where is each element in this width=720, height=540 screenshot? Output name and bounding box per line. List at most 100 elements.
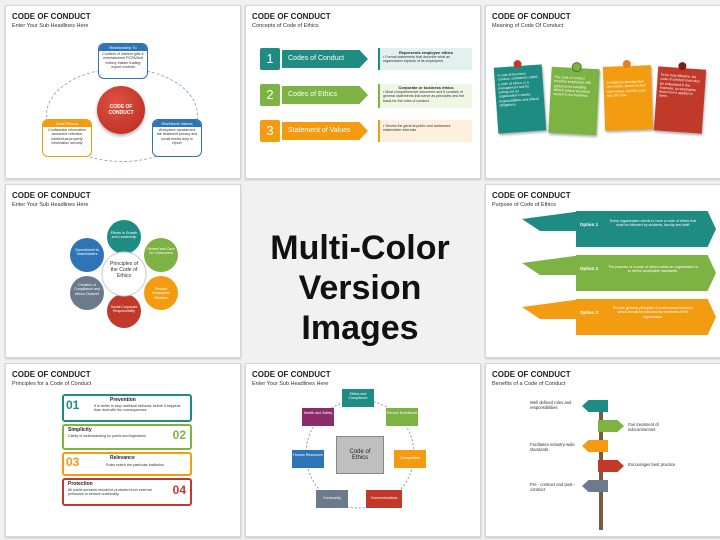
slide-thumb-2[interactable]: CODE OF CONDUCT Concepts of Code of Ethi… bbox=[245, 5, 481, 179]
topic-text: Conflicts of interest gifts & entertainm… bbox=[102, 52, 144, 70]
concept-label: Statement of Values bbox=[282, 122, 368, 140]
petal-compliance bbox=[70, 276, 104, 310]
sticky-note-2: The code of conduct provides employees w… bbox=[548, 61, 600, 136]
option-label: Option 2 bbox=[579, 266, 599, 271]
principle-text: Rules match the particular institution bbox=[106, 463, 164, 467]
sticky-note-1: A code of business conduct, sometimes ca… bbox=[493, 59, 547, 134]
benefit-2: Fair treatment of subcontractors bbox=[628, 422, 659, 433]
principle-number: 02 bbox=[172, 428, 186, 442]
concept-text: • Formal statements that describe what a… bbox=[383, 55, 451, 64]
option-band-2: Option 2 The purpose of a code of ethics… bbox=[576, 255, 716, 291]
slide-thumb-1[interactable]: CODE OF CONDUCT Enter Your Sub Headlines… bbox=[5, 5, 241, 179]
slide-title: CODE OF CONDUCT bbox=[492, 191, 571, 200]
node-ethics: Ethics and Compliance bbox=[342, 389, 374, 407]
slide-title: CODE OF CONDUCT bbox=[252, 12, 331, 21]
slide-subtitle: Concepts of Code of Ethics bbox=[252, 23, 319, 29]
principle-row-1: 01 Prevention It is better to stop uneth… bbox=[62, 394, 192, 422]
concept-row-3: 3 Statement of Values • Serves the gener… bbox=[260, 120, 472, 144]
slide-subtitle: Principles for a Code of Conduct bbox=[12, 381, 92, 387]
topic-box-workforce-values: Workforce Values Workplace harassment fa… bbox=[152, 119, 202, 157]
option-label: Option 1 bbox=[579, 222, 599, 227]
topic-box-relationship: Relationship To Conflicts of interest gi… bbox=[98, 43, 148, 79]
sticky-note-4: To be truly effective, the code of condu… bbox=[653, 61, 707, 134]
cycle-center-label: Code of Ethics bbox=[349, 449, 371, 461]
principle-text: All public servants should be protected … bbox=[68, 488, 152, 497]
slide-thumb-8[interactable]: CODE OF CONDUCT Benefits of a Code of Co… bbox=[485, 363, 720, 537]
petal-employees bbox=[144, 276, 178, 310]
principle-label: Protection bbox=[68, 481, 93, 487]
topic-label: Relationship To bbox=[99, 44, 147, 51]
principle-label: Prevention bbox=[110, 397, 136, 403]
petal-label-1: Efforts in Growth and Leadership bbox=[110, 231, 138, 240]
petal-label-2: Honest and Care for Consumers bbox=[147, 247, 175, 256]
center-line-1: Multi-Color bbox=[270, 229, 450, 267]
node-health: Health and Safety bbox=[302, 408, 334, 426]
slide-title: CODE OF CONDUCT bbox=[252, 370, 331, 379]
sign-arrow-5 bbox=[582, 480, 608, 492]
option-band-1: Option 1 Every organization needs to hav… bbox=[576, 211, 716, 247]
slide-thumb-5[interactable]: CODE OF CONDUCT Purpose of Code of Ethic… bbox=[485, 184, 720, 358]
note-text: Companies develop their own codes, based… bbox=[606, 79, 647, 98]
node-service: Service Excellence bbox=[386, 408, 418, 426]
principle-label: Simplicity bbox=[68, 427, 92, 433]
option-label: Option 3 bbox=[579, 310, 599, 315]
sign-arrow-3 bbox=[582, 440, 608, 452]
sticky-note-3: Companies develop their own codes, based… bbox=[602, 59, 654, 131]
node-community: Community bbox=[316, 490, 348, 508]
principle-number: 04 bbox=[172, 483, 186, 497]
topic-text: Confidential Information document retent… bbox=[48, 128, 86, 146]
topic-box-data-privacy: Data Privacy Confidential Information do… bbox=[42, 119, 92, 157]
sign-arrow-4 bbox=[598, 460, 624, 472]
petal-label-6: Commitment to Stakeholders bbox=[74, 248, 100, 257]
petal-label-3: Positive Employees Relation bbox=[152, 287, 170, 300]
concept-heading: Represents employee ethics bbox=[398, 50, 454, 55]
slide-subtitle: Meaning of Code Of Conduct bbox=[492, 23, 564, 29]
slide-title: CODE OF CONDUCT bbox=[492, 370, 571, 379]
slide-subtitle: Purpose of Code of Ethics bbox=[492, 202, 556, 208]
wheel-center bbox=[101, 251, 147, 297]
option-text: Every organization needs to have a code … bbox=[609, 219, 697, 228]
slide-thumb-6[interactable]: CODE OF CONDUCT Principles for a Code of… bbox=[5, 363, 241, 537]
principle-row-4: Protection All public servants should be… bbox=[62, 478, 192, 506]
principle-text: Clarity of understanding for public and … bbox=[68, 434, 146, 438]
benefit-3: Facilitates industry-wide standards bbox=[530, 442, 575, 453]
principle-label: Relevance bbox=[110, 455, 135, 461]
principle-number: 01 bbox=[66, 398, 80, 412]
slide-title: CODE OF CONDUCT bbox=[12, 370, 91, 379]
benefit-1: Well defined roles and responsibilities bbox=[530, 400, 572, 411]
note-text: A code of business conduct, sometimes ca… bbox=[497, 71, 539, 108]
concept-label: Codes of Conduct bbox=[282, 50, 368, 68]
node-competition: Competition bbox=[394, 450, 426, 468]
node-communications: Communications bbox=[366, 490, 402, 508]
note-text: The code of conduct provides employees w… bbox=[553, 74, 592, 98]
center-heading: Multi-Color Version Images bbox=[247, 228, 473, 348]
topic-text: Workplace harassment fair treatment priv… bbox=[156, 128, 198, 146]
ribbon-3 bbox=[522, 299, 582, 319]
topic-label: Data Privacy bbox=[43, 120, 91, 127]
principle-number: 03 bbox=[66, 455, 80, 469]
benefit-4: Encourages best practice bbox=[628, 462, 676, 467]
concept-number: 1 bbox=[260, 48, 280, 70]
slide-title: CODE OF CONDUCT bbox=[12, 191, 91, 200]
concept-desc: Corporate or business ethics • Most comp… bbox=[378, 84, 472, 108]
slide-subtitle: Enter Your Sub Headlines Here bbox=[252, 381, 329, 387]
slide-subtitle: Enter Your Sub Headlines Here bbox=[12, 202, 89, 208]
petal-honest bbox=[144, 238, 178, 272]
concept-heading: Corporate or business ethics bbox=[398, 85, 454, 90]
option-band-3: Option 3 Provide general principles of p… bbox=[576, 299, 716, 335]
concept-desc: • Serves the general public and addresse… bbox=[378, 120, 472, 142]
petal-growth bbox=[107, 220, 141, 254]
slide-thumb-4[interactable]: CODE OF CONDUCT Enter Your Sub Headlines… bbox=[5, 184, 241, 358]
slide-thumb-7[interactable]: CODE OF CONDUCT Enter Your Sub Headlines… bbox=[245, 363, 481, 537]
concept-desc: Represents employee ethics • Formal stat… bbox=[378, 48, 472, 70]
cycle-center: Code of Ethics bbox=[336, 436, 384, 474]
option-text: The purpose of a code of ethics within a… bbox=[608, 265, 698, 274]
option-text: Provide general principles of profession… bbox=[612, 306, 694, 319]
slide-thumb-3[interactable]: CODE OF CONDUCT Meaning of Code Of Condu… bbox=[485, 5, 720, 179]
petal-social bbox=[107, 294, 141, 328]
topic-label: Workforce Values bbox=[153, 120, 201, 127]
petal-stakeholders bbox=[70, 238, 104, 272]
petal-label-5: Creation of Compliance and ethics Channe… bbox=[74, 283, 100, 296]
center-line-2: Version Images bbox=[298, 269, 422, 347]
concept-text: • Most comprehensive document and it con… bbox=[383, 90, 465, 103]
